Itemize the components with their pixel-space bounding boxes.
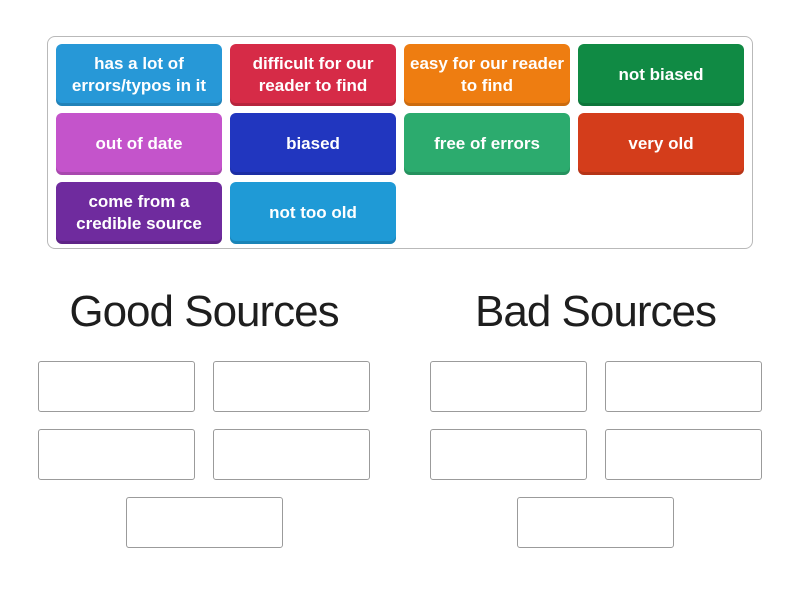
- tile[interactable]: easy for our reader to find: [404, 44, 570, 106]
- group-title-bad-sources: Bad Sources: [475, 287, 717, 336]
- slots-good-sources: [38, 361, 370, 548]
- tile[interactable]: very old: [578, 113, 744, 175]
- drop-slot[interactable]: [429, 429, 587, 480]
- drop-slot[interactable]: [604, 361, 762, 412]
- drop-slot[interactable]: [213, 361, 370, 412]
- drop-slot[interactable]: [517, 497, 674, 548]
- tile[interactable]: come from a credible source: [56, 182, 222, 244]
- group-bad-sources: Bad Sources: [429, 288, 762, 548]
- tile[interactable]: not too old: [230, 182, 396, 244]
- tile[interactable]: not biased: [578, 44, 744, 106]
- group-good-sources: Good Sources: [38, 288, 370, 548]
- tile[interactable]: difficult for our reader to find: [230, 44, 396, 106]
- drop-slot[interactable]: [213, 429, 370, 480]
- drop-slot[interactable]: [38, 429, 195, 480]
- drop-slot[interactable]: [604, 429, 762, 480]
- slots-bad-sources: [429, 361, 762, 548]
- tile[interactable]: has a lot of errors/typos in it: [56, 44, 222, 106]
- drop-slot[interactable]: [429, 361, 587, 412]
- drop-slot[interactable]: [38, 361, 195, 412]
- tile[interactable]: biased: [230, 113, 396, 175]
- group-title-good-sources: Good Sources: [69, 287, 339, 336]
- drop-slot[interactable]: [125, 497, 283, 548]
- tile[interactable]: free of errors: [404, 113, 570, 175]
- tile[interactable]: out of date: [56, 113, 222, 175]
